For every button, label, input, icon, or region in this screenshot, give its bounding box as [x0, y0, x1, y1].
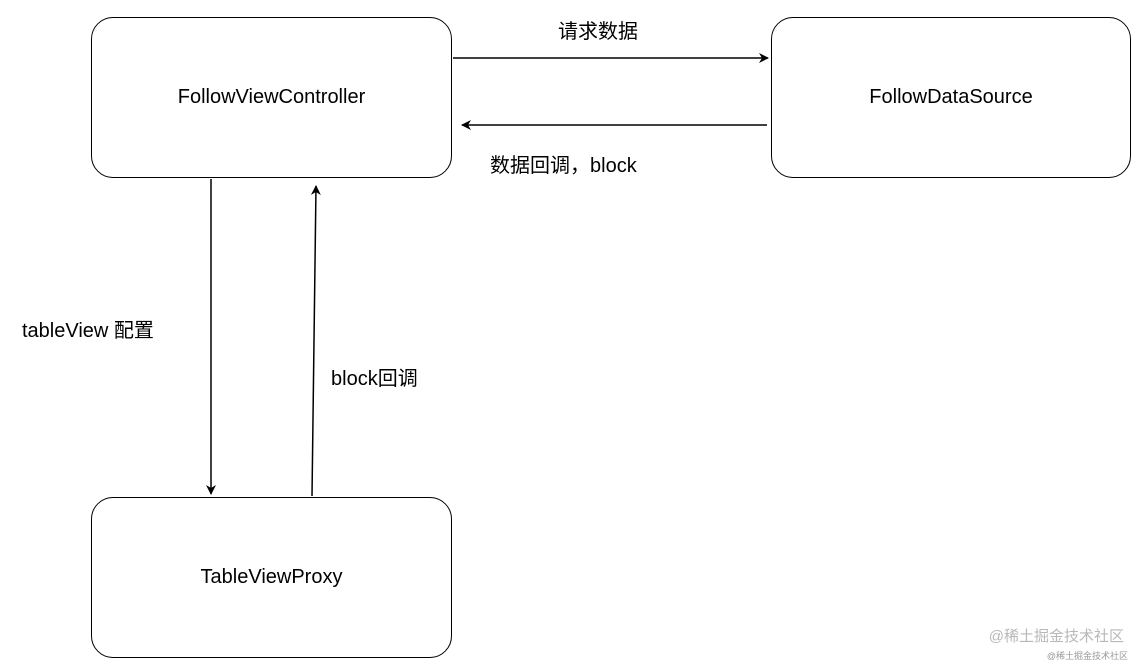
node-follow-data-source-label: FollowDataSource [869, 86, 1033, 108]
node-follow-view-controller: FollowViewController [91, 17, 452, 178]
edge-tableview-config-label: tableView 配置 [22, 320, 154, 342]
node-table-view-proxy: TableViewProxy [91, 497, 452, 658]
watermark-small: @稀土掘金技术社区 [1046, 651, 1128, 661]
node-follow-view-controller-label: FollowViewController [177, 86, 366, 108]
edge-data-callback-label: 数据回调，block [490, 155, 637, 177]
edge-block-callback-label: block回调 [331, 368, 418, 390]
node-table-view-proxy-label: TableViewProxy [200, 566, 343, 588]
watermark: @稀土掘金技术社区 [988, 628, 1124, 645]
edge-block-callback-arrow [310, 185, 321, 497]
edge-request-data-label: 请求数据 [558, 21, 638, 43]
node-follow-data-source: FollowDataSource [771, 17, 1131, 178]
